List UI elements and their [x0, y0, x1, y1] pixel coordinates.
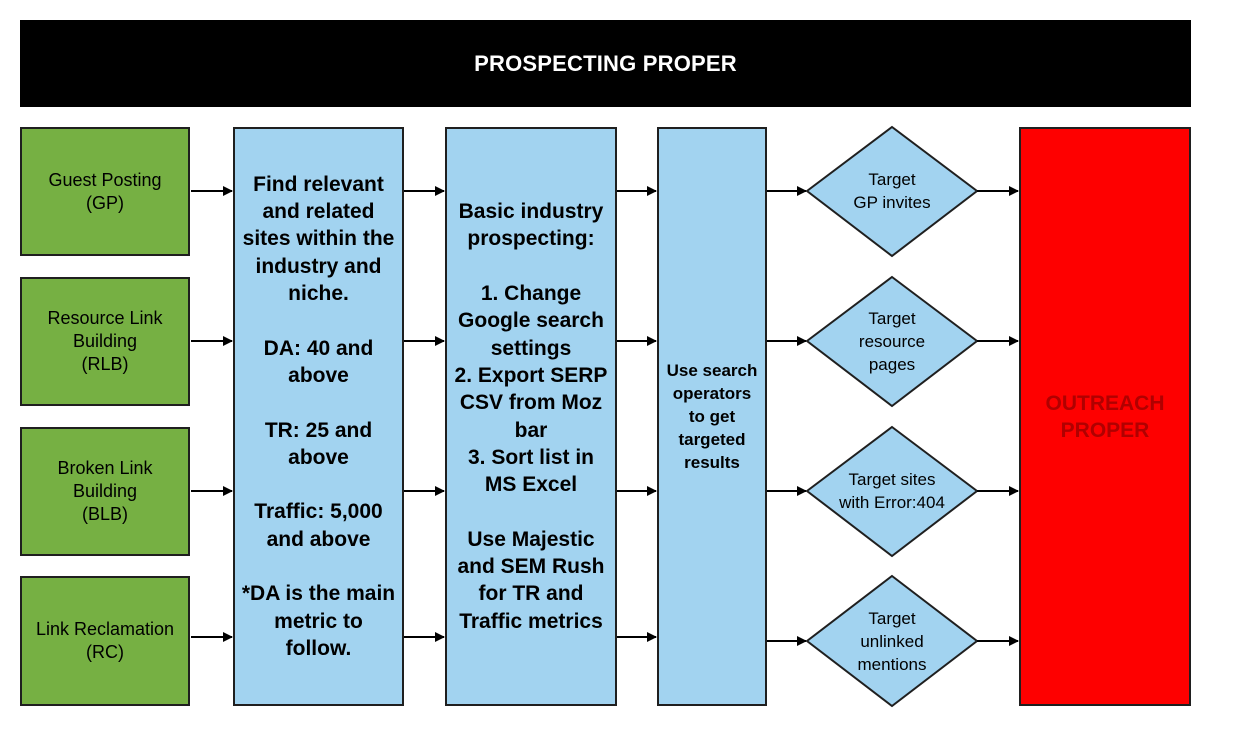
- link-type-link-reclamation: Link Reclamation (RC): [20, 576, 190, 706]
- target-diamond-404: [805, 425, 979, 558]
- target-diamond-unlinked: [805, 574, 979, 708]
- outreach-box: OUTREACH PROPER: [1019, 127, 1191, 706]
- link-type-label: Link Reclamation (RC): [35, 619, 175, 662]
- criteria-text: Find relevant and related sites within t…: [241, 172, 396, 660]
- target-diamond-resource: [805, 275, 979, 408]
- link-type-guest-posting: Guest Posting (GP): [20, 127, 190, 256]
- target-diamond-gp: [805, 125, 979, 258]
- target-label: Target sites with Error:404: [839, 470, 945, 512]
- search-operators-box: Use search operators to get targeted res…: [657, 127, 767, 706]
- target-label: Target GP invites: [853, 170, 931, 212]
- criteria-box: Find relevant and related sites within t…: [233, 127, 404, 706]
- target-resource-pages: Target resource pages: [807, 277, 977, 405]
- target-gp-invites: Target GP invites: [807, 127, 977, 255]
- target-unlinked-mentions: Target unlinked mentions: [807, 577, 977, 705]
- link-type-resource-link-building: Resource Link Building (RLB): [20, 277, 190, 406]
- target-error-404: Target sites with Error:404: [807, 427, 977, 555]
- link-type-label: Guest Posting (GP): [48, 169, 162, 213]
- link-type-label: Resource Link Building (RLB): [47, 308, 163, 374]
- page-title: PROSPECTING PROPER: [20, 20, 1191, 107]
- link-type-broken-link-building: Broken Link Building (BLB): [20, 427, 190, 556]
- prospecting-text: Basic industry prospecting: 1. Change Go…: [454, 200, 608, 633]
- outreach-label: OUTREACH PROPER: [1045, 391, 1165, 442]
- search-operators-text: Use search operators to get targeted res…: [666, 361, 758, 472]
- prospecting-box: Basic industry prospecting: 1. Change Go…: [445, 127, 617, 706]
- target-label: Target unlinked mentions: [857, 608, 927, 674]
- target-label: Target resource pages: [858, 308, 926, 374]
- link-type-label: Broken Link Building (BLB): [57, 458, 153, 524]
